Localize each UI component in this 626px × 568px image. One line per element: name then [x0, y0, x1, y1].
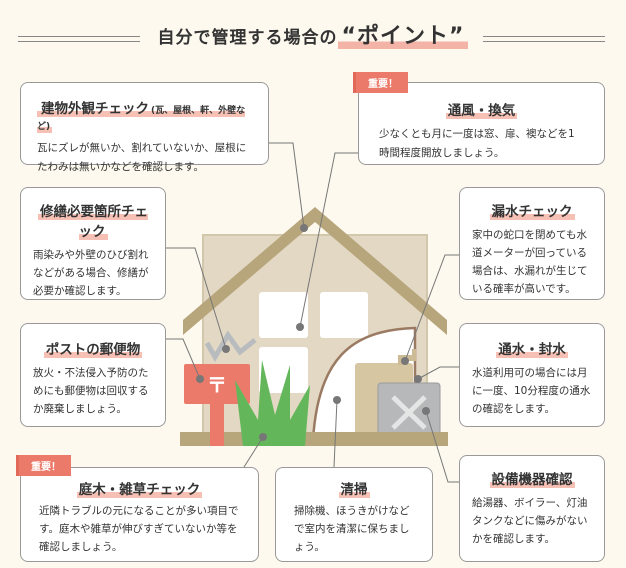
point-garden-check: 庭木・雑草チェック 近隣トラブルの元になることが多い項目です。庭木や雑草が伸びす… [20, 467, 259, 562]
crack-icon [204, 330, 257, 362]
leader-dots [196, 224, 430, 441]
point-text: 少なくとも月に一度は窓、扉、襖などを1時間程度開放しましょう。 [379, 128, 575, 159]
point-title: 通水・封水 [496, 342, 568, 358]
point-title-note: (瓦、屋根、軒、外壁など) [37, 106, 246, 132]
title-prefix: 自分で管理する場合の [157, 28, 338, 48]
postbox [184, 364, 250, 404]
title-rule-right [483, 36, 605, 42]
point-title: 設備機器確認 [489, 472, 575, 488]
window-pane [259, 292, 308, 338]
title-rule-left [18, 36, 140, 42]
point-water-flow: 通水・封水 水道利用可の場合には月に一度、10分程度の通水の確認をします。 [459, 323, 605, 427]
leader-lines [166, 142, 459, 483]
point-text: 放火・不法侵入予防のためにも郵便物は回収するか廃棄しましょう。 [33, 367, 149, 415]
point-title: 建物外観チェック [39, 101, 151, 117]
point-text: 雨染みや外壁のひび割れなどがある場合、修繕が必要か確認します。 [33, 249, 149, 297]
point-cleaning: 清掃 掃除機、ほうきがけなどで室内を清潔に保ちましょう。 [275, 467, 433, 562]
grass [235, 360, 310, 446]
point-text: 掃除機、ほうきがけなどで室内を清潔に保ちましょう。 [294, 505, 410, 553]
point-title: 通風・換気 [445, 103, 518, 119]
point-title: 庭木・雑草チェック [76, 482, 203, 498]
point-title: 修繕必要箇所チェック [38, 204, 148, 240]
point-ventilation: 通風・換気 少なくとも月に一度は窓、扉、襖などを1時間程度開放しましょう。 [358, 82, 605, 165]
postbox-pole [210, 400, 224, 446]
point-equipment-check: 設備機器確認 給湯器、ボイラー、灯油タンクなどに傷みがないかを確認します。 [459, 455, 605, 562]
point-exterior-check: 建物外観チェック(瓦、屋根、軒、外壁など) 瓦にズレが無いか、割れていないか、屋… [20, 82, 269, 173]
point-leak-check: 漏水チェック 家中の蛇口を閉めても水道メーターが回っている場合は、水漏れが生じて… [459, 187, 605, 300]
point-text: 瓦にズレが無いか、割れていないか、屋根にたわみは無いかなどを確認します。 [37, 142, 247, 173]
point-repair-check: 修繕必要箇所チェック 雨染みや外壁のひび割れなどがある場合、修繕が必要か確認しま… [20, 187, 166, 300]
postbox-symbol: 〒 [207, 373, 227, 397]
point-text: 水道利用可の場合には月に一度、10分程度の通水の確認をします。 [472, 367, 591, 415]
point-text: 給湯器、ボイラー、灯油タンクなどに傷みがないかを確認します。 [472, 497, 588, 545]
window-pane [259, 347, 308, 393]
title-accent: “ポイント” [337, 24, 469, 49]
point-title: 清掃 [338, 482, 370, 498]
point-title: 漏水チェック [489, 204, 575, 220]
page-title: 自分で管理する場合の“ポイント” [0, 18, 626, 50]
point-text: 家中の蛇口を閉めても水道メーターが回っている場合は、水漏れが生じている確率が高い… [472, 229, 588, 295]
important-badge: 重要！ [353, 72, 408, 93]
important-badge: 重要！ [16, 455, 71, 476]
equipment-x-icon [391, 395, 427, 430]
point-title: ポストの郵便物 [43, 342, 143, 358]
window-pane [320, 292, 368, 338]
point-text: 近隣トラブルの元になることが多い項目です。庭木や雑草が伸びすぎていないか等を確認… [39, 505, 239, 553]
point-mail: ポストの郵便物 放火・不法侵入予防のためにも郵便物は回収するか廃棄しましょう。 [20, 323, 166, 427]
